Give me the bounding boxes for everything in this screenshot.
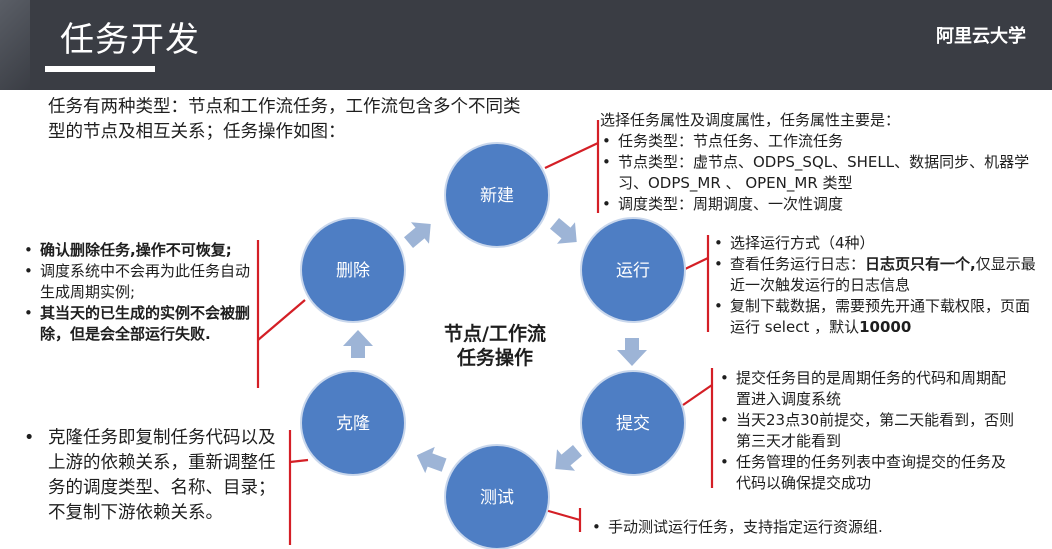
center-label-line2: 任务操作 <box>456 346 533 369</box>
arrow-test-to-clone <box>416 446 447 474</box>
node-new[interactable]: 新建 <box>444 142 550 248</box>
arrow-run-to-submit <box>617 338 647 366</box>
connector-submit <box>682 384 713 406</box>
title-bar: 任务开发 阿里云大学 <box>0 0 1052 90</box>
note-submit-item: 任务管理的任务列表中查询提交的任务及代码以确保提交成功 <box>718 452 1018 494</box>
note-clone-item: 克隆任务即复制任务代码以及上游的依赖关系，重新调整任务的调度类型、名称、目录；不… <box>22 426 292 526</box>
note-run-item: 复制下载数据，需要预先开通下载权限，页面运行 select ，默认10000 <box>712 296 1042 338</box>
note-clone: 克隆任务即复制任务代码以及上游的依赖关系，重新调整任务的调度类型、名称、目录；不… <box>22 426 292 526</box>
brand-logo-text: 阿里云大学 <box>936 26 1026 47</box>
intro-text: 任务有两种类型：节点和工作流任务，工作流包含多个不同类型的节点及相互关系；任务操… <box>48 97 521 142</box>
node-label-clone: 克隆 <box>336 414 370 434</box>
node-label-run: 运行 <box>616 261 650 281</box>
note-delete-item3-bold: 其当天的已生成的实例不会被删除，但是会全部运行失败. <box>40 304 251 343</box>
arrow-submit-to-test <box>555 444 582 471</box>
note-run-item: 查看任务运行日志：日志页只有一个,仅显示最近一次触发运行的日志信息 <box>712 254 1042 296</box>
connector-test <box>544 508 581 522</box>
connector-clone <box>289 458 309 464</box>
title-underline <box>45 66 155 72</box>
arrow-delete-to-new <box>404 222 431 249</box>
note-run-item: 选择运行方式（4种） <box>712 233 1042 254</box>
node-submit[interactable]: 提交 <box>580 370 686 476</box>
note-test: 手动测试运行任务，支持指定运行资源组. <box>590 517 1010 538</box>
note-delete-item: 其当天的已生成的实例不会被删除，但是会全部运行失败. <box>22 303 262 345</box>
note-delete-item: 确认删除任务,操作不可恢复; <box>22 240 262 261</box>
note-submit-item: 当天23点30前提交，第二天能看到，否则第三天才能看到 <box>718 410 1018 452</box>
node-clone[interactable]: 克隆 <box>300 370 406 476</box>
note-submit: 提交任务目的是周期任务的代码和周期配置进入调度系统 当天23点30前提交，第二天… <box>718 368 1018 494</box>
node-label-new: 新建 <box>480 186 514 206</box>
connector-new <box>544 142 599 169</box>
note-test-item: 手动测试运行任务，支持指定运行资源组. <box>590 517 1010 538</box>
note-new-item: 节点类型：虚节点、ODPS_SQL、SHELL、数据同步、机器学习、ODPS_M… <box>600 152 1040 194</box>
note-delete-item: 调度系统中不会再为此任务自动生成周期实例; <box>22 261 262 303</box>
arrow-new-to-run <box>550 217 577 244</box>
note-run: 选择运行方式（4种） 查看任务运行日志：日志页只有一个,仅显示最近一次触发运行的… <box>712 233 1042 338</box>
note-new-item: 调度类型：周期调度、一次性调度 <box>600 194 1040 215</box>
note-new: 选择任务属性及调度属性，任务属性主要是： 任务类型：节点任务、工作流任务 节点类… <box>600 110 1040 215</box>
page-title: 任务开发 <box>60 20 200 60</box>
note-delete-item1-bold: 确认删除任务,操作不可恢复; <box>40 241 232 259</box>
node-label-delete: 删除 <box>336 261 370 281</box>
node-test[interactable]: 测试 <box>444 444 550 549</box>
connector-delete <box>257 299 306 341</box>
center-label-line1: 节点/工作流 <box>444 322 546 345</box>
note-run-item2-text: 查看任务运行日志： <box>730 255 866 273</box>
node-label-submit: 提交 <box>616 414 650 434</box>
note-submit-item: 提交任务目的是周期任务的代码和周期配置进入调度系统 <box>718 368 1018 410</box>
node-label-test: 测试 <box>480 488 514 508</box>
note-run-item3-bold: 10000 <box>859 318 912 336</box>
arrow-clone-to-delete <box>343 330 373 358</box>
corner-decoration <box>0 0 30 90</box>
cycle-arrows <box>343 217 647 474</box>
node-run[interactable]: 运行 <box>580 217 686 323</box>
note-new-lead: 选择任务属性及调度属性，任务属性主要是： <box>600 111 901 129</box>
note-run-item3-text: 复制下载数据，需要预先开通下载权限，页面运行 select ，默认 <box>730 297 1031 336</box>
node-delete[interactable]: 删除 <box>300 217 406 323</box>
note-run-item2-rest: 仅显示最近一次触发运行的日志信息 <box>730 255 1036 294</box>
note-delete: 确认删除任务,操作不可恢复; 调度系统中不会再为此任务自动生成周期实例; 其当天… <box>22 240 262 345</box>
connector-run <box>682 257 709 271</box>
note-new-item: 任务类型：节点任务、工作流任务 <box>600 131 1040 152</box>
note-run-item2-bold: 日志页只有一个, <box>865 255 976 273</box>
